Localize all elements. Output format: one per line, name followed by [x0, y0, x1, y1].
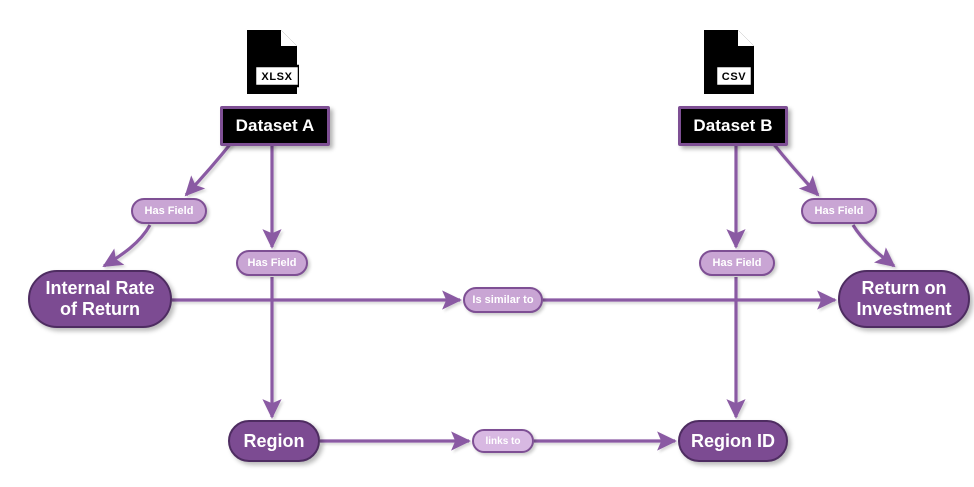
edge-label-text: Is similar to — [472, 294, 534, 306]
edge-label-text: Has Field — [712, 257, 762, 269]
region-node[interactable]: Region — [228, 420, 320, 462]
edge-label-text: links to — [485, 435, 521, 447]
edge-dataset-b-to-has-field-roi — [770, 141, 820, 197]
edge-has-field-to-irr — [102, 224, 152, 268]
csv-file-icon: CSV — [702, 28, 756, 96]
edge-label-text: Has Field — [814, 205, 864, 217]
dataset-a-label: Dataset A — [235, 115, 315, 135]
edge-label-text: Has Field — [247, 257, 297, 269]
edge-label-has-field-a-region[interactable]: Has Field — [236, 250, 308, 276]
edge-label-links-to[interactable]: links to — [472, 429, 534, 453]
xlsx-file-icon: XLSX — [245, 28, 299, 96]
dataset-b-label: Dataset B — [693, 115, 773, 135]
edge-label-is-similar-to[interactable]: Is similar to — [463, 287, 543, 313]
edge-label-has-field-b-region-id[interactable]: Has Field — [699, 250, 775, 276]
region-id-label: Region ID — [691, 430, 775, 451]
edge-label-has-field-b-roi[interactable]: Has Field — [801, 198, 877, 224]
edge-dataset-a-to-has-field-irr — [184, 141, 234, 197]
edge-has-field-to-roi — [851, 224, 896, 268]
xlsx-format-text: XLSX — [261, 71, 292, 83]
region-label: Region — [243, 430, 305, 451]
csv-format-text: CSV — [722, 71, 746, 83]
edge-label-text: Has Field — [144, 205, 194, 217]
dataset-b-node[interactable]: Dataset B — [678, 106, 788, 146]
region-id-node[interactable]: Region ID — [678, 420, 788, 462]
edge-label-has-field-a-irr[interactable]: Has Field — [131, 198, 207, 224]
dataset-a-node[interactable]: Dataset A — [220, 106, 330, 146]
